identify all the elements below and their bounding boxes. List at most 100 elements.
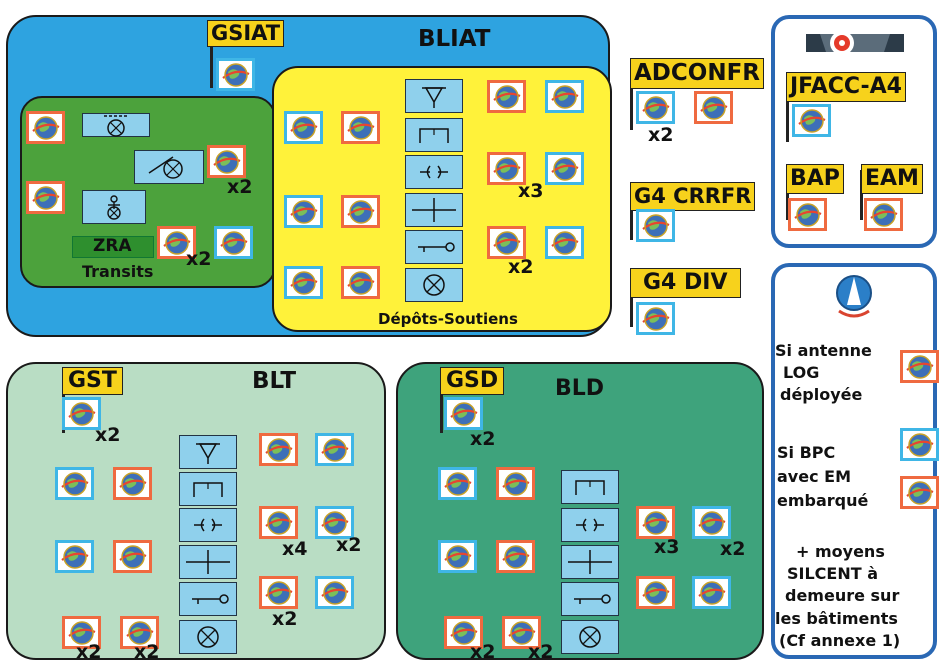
unit-globe-icon xyxy=(692,506,731,539)
jfacc-marker xyxy=(786,80,789,142)
unit-globe-icon xyxy=(444,397,483,430)
note-bpc-line1: Si BPC xyxy=(777,443,836,462)
g4div-marker xyxy=(630,275,633,327)
mult-gst: x2 xyxy=(95,424,121,446)
mult-adconfr: x2 xyxy=(648,124,674,146)
eam-label: EAM xyxy=(861,164,923,194)
antenna-symbol-icon xyxy=(405,79,463,113)
g4div-label: G4 DIV xyxy=(630,268,741,298)
gsiat-marker xyxy=(210,28,213,88)
note-silcent-line3: demeure sur xyxy=(785,586,900,605)
unit-globe-icon xyxy=(259,506,298,539)
adconfr-label: ADCONFR xyxy=(630,58,764,89)
unit-globe-icon xyxy=(496,540,535,573)
unit-globe-icon xyxy=(26,181,65,214)
antenna-symbol-icon xyxy=(179,435,237,469)
bld-title: BLD xyxy=(555,376,605,401)
adconfr-marker xyxy=(630,70,633,130)
unit-globe-icon xyxy=(438,540,477,573)
unit-globe-icon xyxy=(341,195,380,228)
transits-label: Transits xyxy=(82,262,154,281)
mult-yellow-r5: x2 xyxy=(508,256,534,278)
g4crrfr-marker xyxy=(630,190,633,240)
gsd-label: GSD xyxy=(440,367,505,395)
mult-green-b: x2 xyxy=(227,176,253,198)
unit-globe-icon xyxy=(864,198,903,231)
airforce-logo xyxy=(806,28,904,58)
rect-symbol-icon xyxy=(561,470,619,504)
g4crrfr-label: G4 CRRFR xyxy=(630,182,756,211)
unit-globe-icon xyxy=(487,226,526,259)
cross-symbol-icon xyxy=(179,545,237,579)
unit-globe-icon xyxy=(55,540,94,573)
unit-globe-icon xyxy=(545,152,584,185)
mult-green-zra: x2 xyxy=(186,248,212,270)
link-symbol-icon xyxy=(561,508,619,542)
unit-globe-icon xyxy=(636,506,675,539)
rect-symbol-icon xyxy=(179,472,237,506)
gsd-marker xyxy=(440,375,443,433)
plane-symbol-icon xyxy=(134,150,204,184)
gst-label: GST xyxy=(62,367,123,395)
key-symbol-icon xyxy=(405,230,463,264)
unit-globe-icon xyxy=(113,467,152,500)
note-bpc-line3: embarqué xyxy=(777,491,869,510)
mult-bld-b1: x2 xyxy=(470,641,496,663)
zra-label: ZRA xyxy=(93,236,132,256)
unit-globe-icon xyxy=(216,58,255,91)
rect-symbol-icon xyxy=(405,118,463,152)
mult-bld-r3b: x2 xyxy=(720,538,746,560)
note-bpc-line2: avec EM xyxy=(777,467,851,486)
unit-globe-icon xyxy=(502,616,541,649)
note-silcent-line1: + moyens xyxy=(796,542,885,561)
cross-symbol-icon xyxy=(561,545,619,579)
navy-logo xyxy=(835,271,873,327)
unit-globe-icon xyxy=(636,576,675,609)
bliat-title: BLIAT xyxy=(418,26,491,52)
unit-globe-icon xyxy=(62,397,101,430)
bap-label: BAP xyxy=(786,164,844,194)
notes-frame xyxy=(771,263,937,659)
link-symbol-icon xyxy=(405,155,463,189)
mult-blt-r3a: x4 xyxy=(282,538,308,560)
note-silcent-line4: les bâtiments xyxy=(775,609,898,628)
unit-globe-icon xyxy=(636,91,675,124)
unit-globe-icon xyxy=(284,266,323,299)
unit-globe-icon xyxy=(62,616,101,649)
unit-globe-icon xyxy=(259,576,298,609)
mult-blt-r3b: x2 xyxy=(336,534,362,556)
unit-globe-icon xyxy=(900,476,939,509)
unit-globe-icon xyxy=(487,152,526,185)
unit-globe-icon xyxy=(900,428,939,461)
unit-globe-icon xyxy=(284,111,323,144)
unit-globe-icon xyxy=(315,433,354,466)
note-antenne-line1: Si antenne xyxy=(775,341,872,360)
unit-globe-icon xyxy=(496,467,535,500)
note-silcent-line5: (Cf annexe 1) xyxy=(779,631,901,650)
zra-box xyxy=(72,236,154,258)
key-symbol-icon xyxy=(561,582,619,616)
eam-marker xyxy=(860,170,863,220)
unit-globe-icon xyxy=(315,506,354,539)
unit-globe-icon xyxy=(341,266,380,299)
cross-symbol-icon xyxy=(405,193,463,227)
note-antenne-line2: LOG xyxy=(783,363,820,382)
blt-title: BLT xyxy=(252,368,297,394)
unit-globe-icon xyxy=(694,91,733,124)
key-symbol-icon xyxy=(179,582,237,616)
unit-globe-icon xyxy=(341,111,380,144)
unit-globe-icon xyxy=(55,467,94,500)
unit-globe-icon xyxy=(788,198,827,231)
bap-marker xyxy=(786,170,789,220)
unit-globe-icon xyxy=(284,195,323,228)
mult-blt-b2: x2 xyxy=(134,641,160,663)
unit-globe-icon xyxy=(26,111,65,144)
unit-globe-icon xyxy=(545,226,584,259)
unit-globe-icon xyxy=(545,80,584,113)
unit-globe-icon xyxy=(444,616,483,649)
unit-globe-icon xyxy=(214,226,253,259)
mult-bld-b2: x2 xyxy=(528,641,554,663)
note-antenne-line3: déployée xyxy=(780,385,863,404)
wheel-symbol-icon xyxy=(405,268,463,302)
jfacc-label: JFACC-A4 xyxy=(786,72,906,102)
